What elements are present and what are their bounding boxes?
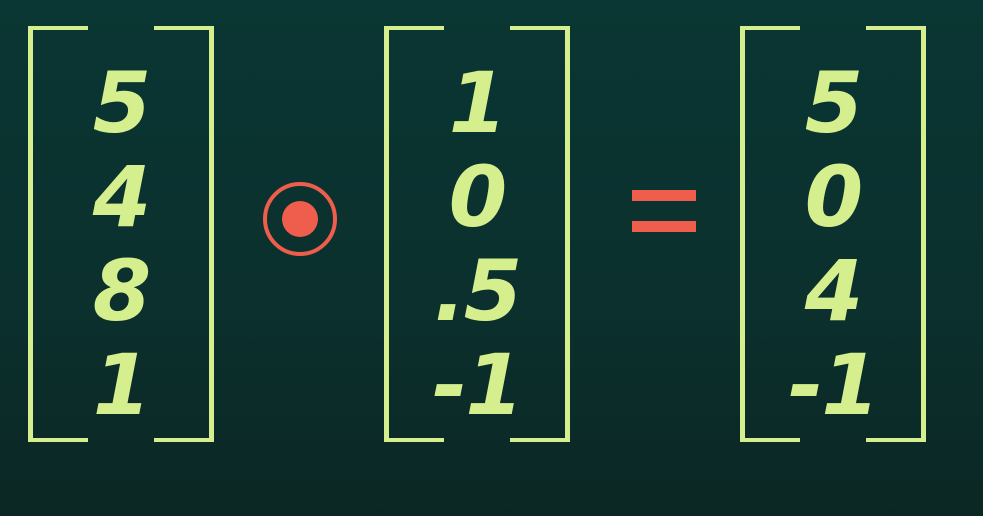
left-vector-entry: 4 (92, 148, 151, 246)
middle-vector-close-bracket (510, 26, 570, 442)
middle-vector-entry: .5 (433, 242, 522, 340)
middle-vector-open-bracket (384, 26, 444, 442)
middle-vector-values: 1 0 .5 -1 (384, 56, 570, 432)
result-vector-entry: -1 (788, 336, 879, 434)
left-vector-entry: 1 (92, 336, 151, 434)
result-vector-open-bracket (740, 26, 800, 442)
equals-top-bar (632, 190, 696, 201)
left-vector-entry: 5 (92, 54, 151, 152)
equals-bottom-bar (632, 221, 696, 232)
result-vector-values: 5 0 4 -1 (740, 56, 926, 432)
middle-vector-entry: -1 (432, 336, 523, 434)
left-vector-close-bracket (154, 26, 214, 442)
circled-dot-operator-icon (263, 182, 343, 262)
circled-dot-center (282, 201, 318, 237)
result-vector-close-bracket (866, 26, 926, 442)
result-vector: 5 0 4 -1 (740, 26, 926, 442)
result-vector-entry: 0 (804, 148, 863, 246)
left-vector-open-bracket (28, 26, 88, 442)
equals-sign-icon (632, 190, 696, 240)
circled-dot-ring (263, 182, 337, 256)
middle-vector: 1 0 .5 -1 (384, 26, 570, 442)
result-vector-entry: 4 (804, 242, 863, 340)
middle-vector-entry: 1 (448, 54, 507, 152)
left-vector-entry: 8 (92, 242, 151, 340)
left-vector-values: 5 4 8 1 (28, 56, 214, 432)
result-vector-entry: 5 (804, 54, 863, 152)
middle-vector-entry: 0 (448, 148, 507, 246)
left-vector: 5 4 8 1 (28, 26, 214, 442)
